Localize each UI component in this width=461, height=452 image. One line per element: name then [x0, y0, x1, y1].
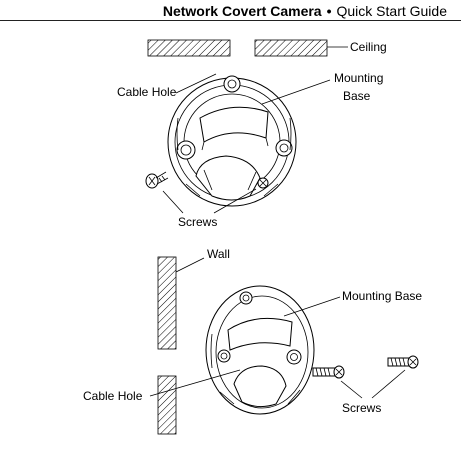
mounting-base-label-line2: Base — [343, 89, 371, 103]
cable-hole-leader — [149, 369, 241, 397]
guide-name: Quick Start Guide — [336, 3, 448, 19]
mounting-base-label: Mounting — [334, 71, 383, 85]
wall-leader — [175, 257, 205, 273]
mounting-base-label: Mounting Base — [342, 289, 422, 303]
mounting-base-leader — [283, 296, 341, 317]
ceiling-surface — [147, 39, 328, 57]
screws-label: Screws — [178, 215, 217, 229]
wall-mount-diagram: Wall — [83, 247, 422, 435]
cable-hole-leader — [175, 73, 217, 94]
screw-icon — [312, 365, 345, 379]
screws-leader — [371, 369, 406, 399]
screws-leader — [340, 380, 363, 399]
page-header: Network Covert Camera•Quick Start Guide — [0, 0, 461, 21]
ceiling-label: Ceiling — [350, 40, 387, 54]
cable-hole-label: Cable Hole — [83, 389, 143, 403]
product-name: Network Covert Camera — [162, 3, 322, 19]
screw-icon — [257, 177, 269, 189]
header-separator: • — [326, 3, 332, 19]
screws-leader — [213, 188, 257, 214]
screw-icon — [145, 171, 169, 189]
ceiling-mount-diagram: Ceiling — [117, 39, 387, 229]
mounting-base-wall — [205, 285, 315, 415]
mounting-base-leader — [261, 79, 331, 105]
screws-label: Screws — [342, 401, 381, 415]
header-title: Network Covert Camera•Quick Start Guide — [163, 3, 447, 19]
cable-hole-label: Cable Hole — [117, 85, 177, 99]
wall-surface — [157, 256, 177, 435]
screws-leader — [162, 190, 184, 214]
wall-label: Wall — [207, 247, 230, 261]
mounting-base-ceiling — [167, 75, 297, 207]
screw-icon — [387, 355, 419, 369]
